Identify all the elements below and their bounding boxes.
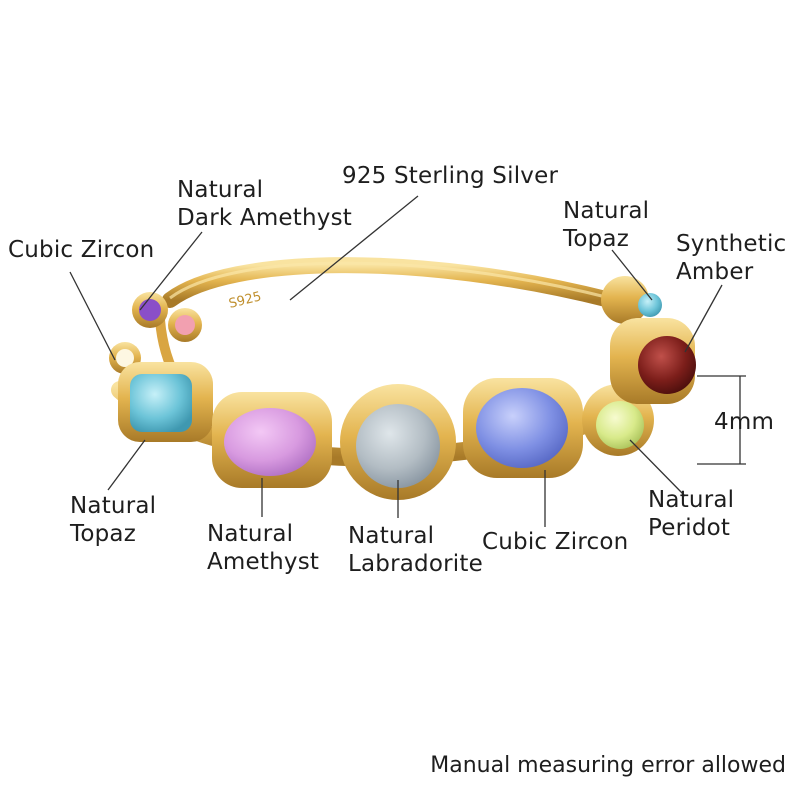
amethyst-stone [212, 392, 332, 488]
label-topaz-left: Natural Topaz [70, 493, 157, 547]
pink-stone [168, 308, 202, 342]
leader-line [611, 249, 653, 301]
leader-line [139, 231, 203, 311]
ring-band-back [162, 257, 618, 308]
label-dark-amethyst: Natural Dark Amethyst [177, 177, 352, 231]
size-bracket [697, 375, 746, 465]
cubic-zircon-stone [463, 378, 583, 478]
label-cubic-zircon-left: Cubic Zircon [8, 237, 155, 263]
label-labradorite: Natural Labradorite [348, 523, 483, 577]
labradorite-stone [340, 384, 456, 500]
leader-line [69, 271, 116, 361]
topaz-left-stone [118, 362, 213, 442]
leader-line [289, 195, 419, 301]
label-peridot: Natural Peridot [648, 487, 735, 541]
ring-engraving: S925 [227, 289, 263, 312]
label-synthetic-amber: Synthetic Amber [676, 231, 787, 285]
label-cubic-zircon-bottom: Cubic Zircon [482, 529, 629, 555]
footer-note: Manual measuring error allowed [430, 753, 786, 778]
label-size: 4mm [714, 409, 775, 435]
label-sterling-silver: 925 Sterling Silver [342, 163, 559, 189]
leader-line [629, 439, 686, 497]
topaz-right-stone [601, 276, 662, 324]
amber-stone [610, 318, 696, 404]
leader-line [107, 439, 146, 491]
label-topaz-right: Natural Topaz [563, 198, 650, 252]
leader-line [684, 284, 723, 353]
label-amethyst: Natural Amethyst [207, 521, 320, 575]
